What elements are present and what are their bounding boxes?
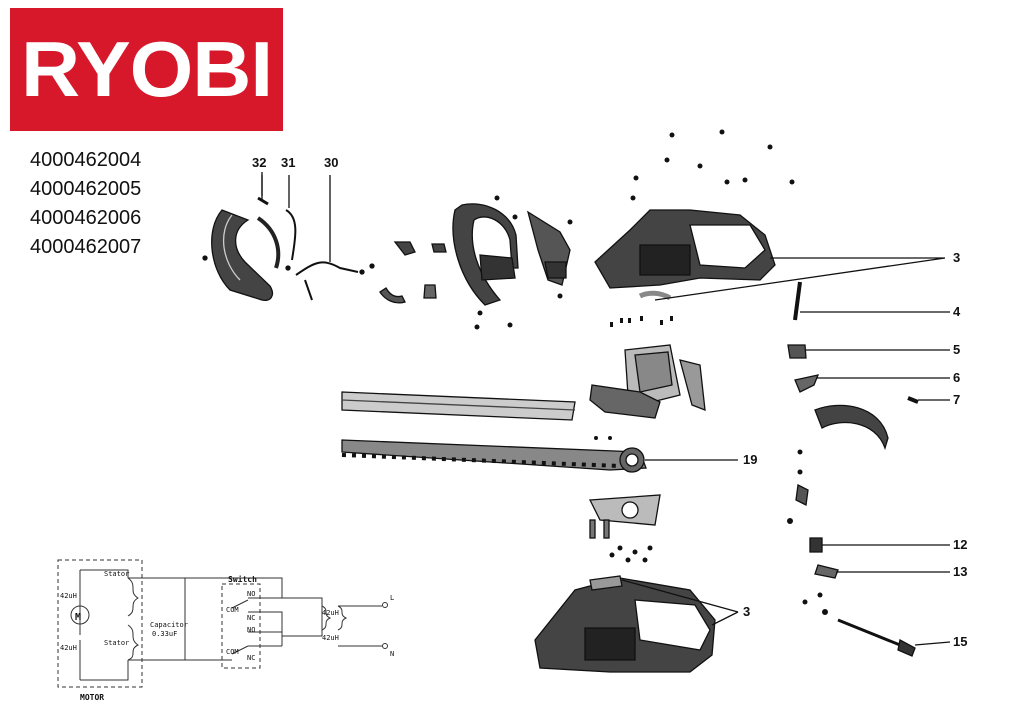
handle-cover-part (526, 210, 571, 286)
motor-symbol (70, 605, 90, 625)
screw-set (370, 129, 828, 615)
inductor-label: 42uH (60, 592, 77, 600)
callout-31: 31 (281, 155, 295, 170)
no-label: NO (247, 626, 255, 634)
callout-4: 4 (953, 304, 961, 319)
wiring-schematic (57, 559, 388, 688)
power-cord-part-15 (837, 618, 916, 657)
spring-part-7 (907, 396, 919, 404)
callout-32: 32 (252, 155, 266, 170)
callout-5: 5 (953, 342, 960, 357)
model-number: 4000462006 (30, 207, 142, 229)
model-number-list: 4000462004 4000462005 4000462006 4000462… (30, 146, 141, 262)
blade-plate-part (588, 494, 661, 526)
model-number: 4000462005 (30, 178, 142, 200)
callout-3: 3 (953, 250, 960, 265)
inductor-label: 42uH (322, 634, 339, 642)
callout-6: 6 (953, 370, 960, 385)
motor-m-label: M (75, 612, 81, 623)
clamp-part-12 (809, 537, 823, 553)
capacitor-label: Capacitor (150, 621, 188, 629)
callout-7: 7 (953, 392, 960, 407)
nc-label: NC (247, 654, 255, 662)
nc-label: NC (247, 614, 255, 622)
rear-handle-left-part (202, 209, 281, 302)
stator-label: Stator (104, 570, 129, 578)
com-label: COM (226, 648, 239, 656)
blade-guard-part (341, 391, 576, 421)
trim-strip-part (638, 290, 672, 301)
callout-12: 12 (953, 537, 967, 552)
motor-gearbox-part (589, 344, 706, 419)
clip-part (379, 287, 406, 304)
logo-text: RYOBI (20, 25, 273, 113)
front-handle-part (452, 203, 519, 306)
callout-3-bottom: 3 (743, 604, 750, 619)
neutral-terminal-label: N (390, 650, 394, 658)
cable-part-30 (295, 175, 375, 301)
com-label: COM (226, 606, 239, 614)
callout-15: 15 (953, 634, 967, 649)
screw-part-32 (257, 175, 269, 206)
leader-line (654, 257, 946, 301)
spacer-pins (589, 519, 610, 539)
model-number: 4000462007 (30, 236, 142, 258)
callout-19: 19 (743, 452, 757, 467)
no-label: NO (247, 590, 255, 598)
capacitor-value: 0.33uF (152, 630, 177, 638)
inductor-label: 42uH (322, 609, 339, 617)
switch-part-5 (787, 344, 807, 359)
clip-part (393, 241, 416, 256)
trigger-handle-part (814, 404, 889, 451)
clip-part (431, 243, 447, 253)
strain-relief-part-13 (814, 564, 839, 579)
clip-part (423, 284, 437, 299)
switch-label: Switch (228, 574, 257, 584)
motor-label: MOTOR (80, 693, 104, 702)
ryobi-logo: RYOBI (10, 8, 283, 131)
callout-30: 30 (324, 155, 338, 170)
housing-part-3-top (594, 209, 776, 289)
leader-line (621, 579, 739, 626)
bracket-part (795, 484, 809, 506)
blade-part-19 (341, 439, 647, 473)
cord-part-4 (793, 281, 802, 321)
housing-part-3-bottom (534, 575, 716, 673)
switch-boundary (221, 583, 261, 669)
inductor-label: 42uH (60, 644, 77, 652)
leader-line (914, 641, 951, 646)
lever-part-6 (794, 374, 820, 393)
line-terminal-label: L (390, 594, 394, 602)
small-screws-grid (610, 316, 673, 327)
stator-label: Stator (104, 639, 129, 647)
motor-boundary (57, 559, 143, 688)
callout-13: 13 (953, 564, 967, 579)
model-number: 4000462004 (30, 149, 142, 171)
wire-part-31 (285, 175, 297, 271)
